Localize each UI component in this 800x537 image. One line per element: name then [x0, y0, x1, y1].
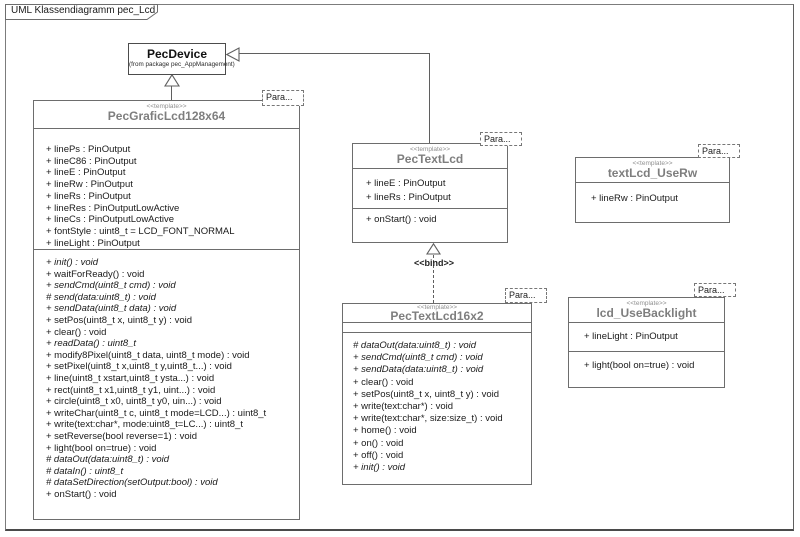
template-parameter-box: Para... — [262, 90, 304, 106]
member-line: + sendCmd(uint8_t cmd) : void — [46, 280, 176, 292]
bind-dependency-line — [433, 255, 434, 303]
member-line: + writeChar(uint8_t c, uint8_t mode=LCD.… — [46, 407, 267, 419]
member-line: + init() : void — [353, 462, 406, 474]
member-line: + line(uint8_t xstart,uint8_t ysta...) :… — [46, 372, 215, 384]
member-line: + lineE : PinOutput — [46, 167, 126, 179]
class-pecgraficlcd128x64[interactable]: <<template>> PecGraficLcd128x64 + linePs… — [33, 100, 300, 520]
member-line: + circle(uint8_t x0, uint8_t y0, uin...)… — [46, 396, 222, 408]
member-line: # dataOut(data:uint8_t) : void — [353, 340, 477, 351]
member-line: + sendData(uint8_t data) : void — [46, 303, 177, 315]
class-header: <<template>> lcd_UseBacklight — [569, 298, 724, 323]
class-header: <<template>> PecTextLcd16x2 — [343, 304, 531, 323]
member-line: + onStart() : void — [366, 214, 437, 225]
stereotype-label: <<template>> — [626, 300, 667, 307]
class-title: lcd_UseBacklight — [596, 306, 697, 320]
attributes-compartment: + lineRw : PinOutput — [576, 183, 729, 222]
generalization-arrow-icon — [164, 74, 180, 87]
template-parameter-box: Para... — [505, 288, 547, 303]
class-title: PecDevice — [146, 47, 208, 61]
member-line: + home() : void — [353, 425, 417, 437]
member-line: + setPos(uint8_t x, uint8_t y) : void — [46, 314, 193, 326]
bind-label: <<bind>> — [413, 258, 455, 268]
member-line: + light(bool on=true) : void — [584, 360, 695, 371]
class-pectextlcd16x2[interactable]: <<template>> PecTextLcd16x2 # dataOut(da… — [342, 303, 532, 485]
generalization-arrow-icon — [226, 47, 240, 62]
member-line: + setPos(uint8_t x, uint8_t y) : void — [353, 388, 500, 400]
bind-arrow-icon — [426, 243, 441, 255]
member-line: + clear() : void — [353, 376, 414, 388]
class-origin-label: (from package pec_AppManagement) — [129, 61, 235, 68]
member-line: + light(bool on=true) : void — [46, 442, 157, 454]
member-line: + write(text:char*, size:size_t) : void — [353, 413, 503, 425]
member-line: + readData() : uint8_t — [46, 338, 137, 350]
member-line: + lineCs : PinOutputLowActive — [46, 214, 175, 226]
attributes-compartment: + linePs : PinOutput+ lineC86 : PinOutpu… — [34, 129, 299, 250]
class-header: <<template>> PecTextLcd — [353, 144, 507, 169]
member-line: + waitForReady() : void — [46, 268, 145, 280]
generalization-line-textlcd-h — [239, 53, 430, 54]
member-line: + modify8Pixel(uint8_t data, uint8_t mod… — [46, 349, 250, 361]
member-line: + on() : void — [353, 437, 404, 449]
stereotype-label: <<template>> — [409, 146, 451, 153]
attributes-compartment: + lineLight : PinOutput — [569, 323, 724, 352]
member-line: + lineRw : PinOutput — [46, 179, 133, 191]
operations-compartment: # dataOut(data:uint8_t) : void+ sendCmd(… — [343, 333, 531, 484]
member-line: + onStart() : void — [46, 488, 117, 500]
class-title: PecGraficLcd128x64 — [107, 109, 226, 123]
member-line: + lineE : PinOutput — [366, 178, 446, 189]
stereotype-label: <<template>> — [632, 160, 673, 167]
template-parameter-box: Para... — [480, 132, 522, 146]
member-line: + setPixel(uint8_t x,uint8_t y,uint8_t..… — [46, 361, 232, 373]
member-line: + lineRes : PinOutputLowActive — [46, 202, 180, 214]
operations-compartment: + onStart() : void — [353, 209, 507, 242]
generalization-line-textlcd-v — [429, 53, 430, 143]
class-title: PecTextLcd16x2 — [390, 309, 484, 323]
member-line: + fontStyle : uint8_t = LCD_FONT_NORMAL — [46, 225, 235, 237]
member-line: # dataSetDirection(setOutput:bool) : voi… — [46, 477, 218, 489]
class-header: <<template>> textLcd_UseRw — [576, 158, 729, 183]
operations-compartment: + light(bool on=true) : void — [569, 352, 724, 387]
member-line: + sendData(data:uint8_t) : void — [353, 364, 484, 376]
member-line: + linePs : PinOutput — [46, 144, 131, 155]
member-line: + sendCmd(uint8_t cmd) : void — [353, 352, 483, 364]
attributes-compartment — [343, 323, 531, 333]
member-line: + lineRw : PinOutput — [591, 193, 678, 204]
stereotype-label: <<template>> — [416, 304, 458, 311]
template-parameter-box: Para... — [698, 144, 740, 158]
member-line: + write(text:char*, mode:uint8_t=LC...) … — [46, 419, 243, 431]
frame-title-tab — [5, 4, 158, 20]
class-lcd-usebacklight[interactable]: <<template>> lcd_UseBacklight + lineLigh… — [568, 297, 725, 388]
generalization-line-grafic — [171, 86, 172, 101]
member-line: + lineLight : PinOutput — [584, 331, 678, 342]
member-line: + setReverse(bool reverse=1) : void — [46, 430, 198, 442]
member-line: + lineC86 : PinOutput — [46, 155, 137, 167]
member-line: + lineRs : PinOutput — [46, 190, 131, 202]
member-line: + off() : void — [353, 449, 404, 461]
class-title: PecTextLcd — [396, 152, 464, 166]
class-textlcd-userw[interactable]: <<template>> textLcd_UseRw + lineRw : Pi… — [575, 157, 730, 223]
member-line: + clear() : void — [46, 326, 107, 338]
operations-compartment: + init() : void+ waitForReady() : void+ … — [34, 250, 299, 519]
member-line: + write(text:char*) : void — [353, 401, 454, 413]
member-line: # dataOut(data:uint8_t) : void — [46, 454, 170, 466]
member-line: + init() : void — [46, 257, 99, 268]
template-parameter-box: Para... — [694, 283, 736, 297]
stereotype-label: <<template>> — [146, 103, 187, 110]
member-line: + lineLight : PinOutput — [46, 237, 140, 249]
class-title: textLcd_UseRw — [607, 166, 698, 180]
attributes-compartment: + lineE : PinOutput + lineRs : PinOutput — [353, 169, 507, 209]
member-line: # dataIn() : uint8_t — [46, 465, 124, 477]
member-line: # send(data:uint8_t) : void — [46, 291, 156, 303]
member-line: + lineRs : PinOutput — [366, 191, 451, 203]
class-header: <<template>> PecGraficLcd128x64 — [34, 101, 299, 129]
frame-title: UML Klassendiagramm pec_Lcd — [11, 5, 156, 16]
class-pecdevice[interactable]: PecDevice (from package pec_AppManagemen… — [128, 43, 235, 75]
class-pectextlcd[interactable]: <<template>> PecTextLcd + lineE : PinOut… — [352, 143, 508, 243]
member-line: + rect(uint8_t x1,uint8_t y1, uint...) :… — [46, 384, 216, 396]
